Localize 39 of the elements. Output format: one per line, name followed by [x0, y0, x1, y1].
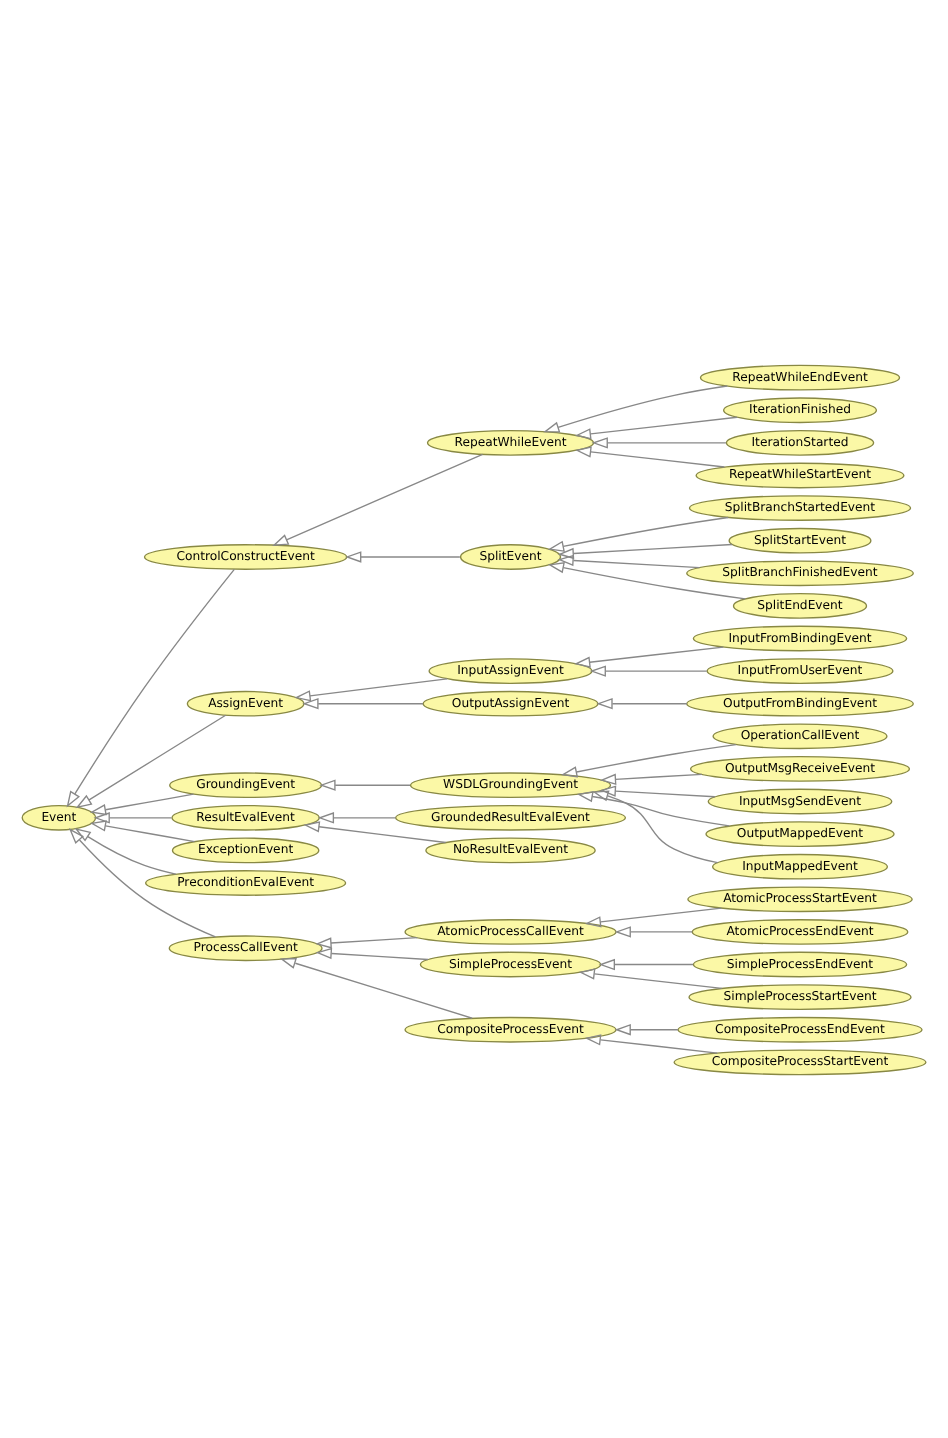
arrow	[279, 956, 473, 1018]
arrow	[574, 415, 738, 439]
arrow	[614, 925, 693, 937]
arrow	[66, 567, 235, 807]
arrow	[345, 550, 461, 562]
arrow	[560, 742, 737, 777]
arrow	[317, 811, 397, 823]
arrow	[89, 792, 195, 815]
arrow	[598, 957, 694, 970]
arrow	[89, 819, 196, 842]
arrow	[599, 784, 716, 797]
arrow	[574, 445, 726, 467]
arrow	[592, 789, 719, 863]
arrow	[591, 436, 727, 448]
arrow	[614, 1023, 679, 1035]
arrow	[596, 697, 688, 709]
arrow	[68, 827, 217, 937]
arrow	[319, 778, 411, 790]
arrow	[315, 946, 429, 960]
arrow	[599, 772, 703, 784]
arrow	[303, 820, 447, 843]
arrow	[75, 713, 227, 808]
arrow	[294, 677, 448, 701]
arrow	[578, 967, 723, 989]
arrow	[584, 906, 723, 927]
arrow	[315, 935, 418, 948]
arrow	[574, 645, 724, 667]
arrow	[557, 553, 701, 568]
arrow	[543, 384, 728, 432]
arrow	[547, 561, 746, 599]
arrow	[74, 826, 177, 874]
arrow	[557, 542, 733, 559]
arrow	[576, 789, 730, 826]
arrow	[302, 697, 424, 709]
arrow	[589, 664, 708, 676]
arrow	[547, 515, 729, 551]
arrow	[93, 811, 173, 823]
arrow	[272, 452, 484, 546]
arrow	[584, 1033, 718, 1053]
